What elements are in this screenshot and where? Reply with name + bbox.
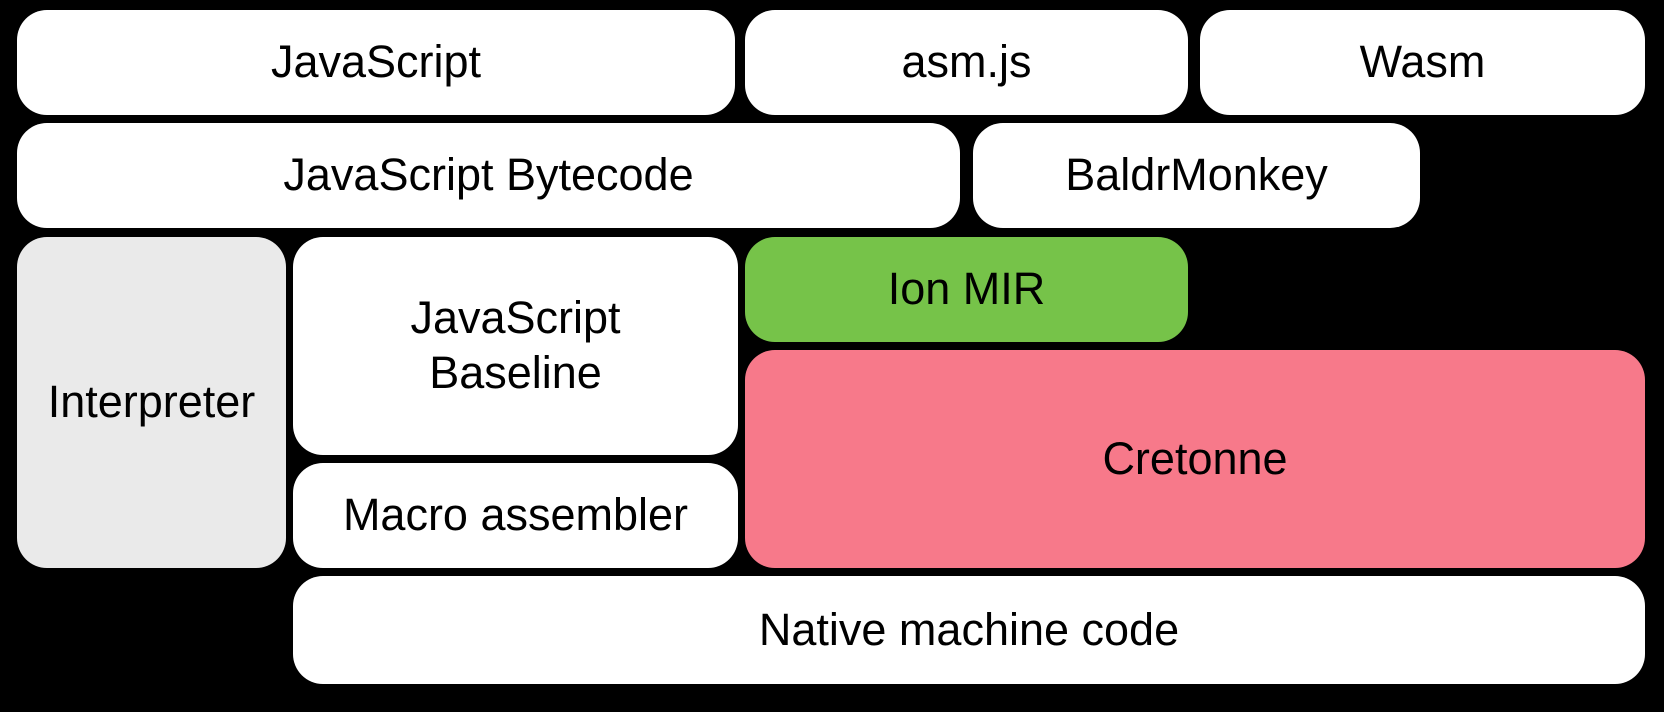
node-asmjs: asm.js xyxy=(745,10,1188,115)
node-javascript-bytecode: JavaScript Bytecode xyxy=(17,123,960,228)
node-ion-mir: Ion MIR xyxy=(745,237,1188,342)
node-wasm: Wasm xyxy=(1200,10,1645,115)
node-javascript-baseline: JavaScript Baseline xyxy=(293,237,738,455)
node-cretonne: Cretonne xyxy=(745,350,1645,568)
node-native-machine-code: Native machine code xyxy=(293,576,1645,684)
node-baldrmonkey: BaldrMonkey xyxy=(973,123,1420,228)
node-interpreter: Interpreter xyxy=(17,237,286,568)
node-macro-assembler: Macro assembler xyxy=(293,463,738,568)
node-javascript: JavaScript xyxy=(17,10,735,115)
